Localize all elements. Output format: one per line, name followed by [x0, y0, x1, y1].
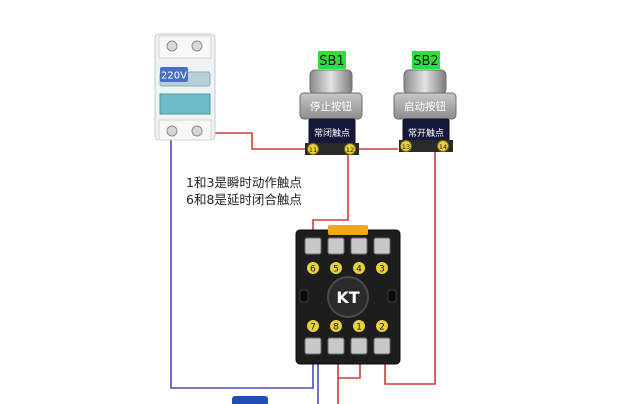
sb1-cap — [309, 69, 353, 95]
relay-terminal-screw — [304, 337, 322, 355]
wires — [170, 132, 436, 404]
breaker-voltage-badge — [160, 67, 188, 82]
sb1-terminal-right — [344, 143, 356, 155]
sb1-terminal-right-label: 12 — [346, 146, 354, 154]
relay-mount-hole — [299, 289, 309, 303]
breaker-screw-icon — [166, 125, 178, 137]
sb2-contact-type: 常开触点 — [408, 127, 444, 139]
sb1-terminal-left — [307, 143, 319, 155]
relay-top-terminal-row: 6 5 4 3 — [304, 237, 391, 275]
wire-sb2-to-relay-pin2 — [384, 152, 436, 385]
relay-label: KT — [336, 288, 359, 307]
sb2-tag-background — [412, 51, 440, 69]
sb2-terminal-right — [437, 140, 449, 152]
relay-bottom-terminal-row: 7 8 1 2 — [304, 320, 391, 355]
blue-device-edge — [232, 396, 268, 404]
sb1-name: 停止按钮 — [310, 100, 352, 113]
sb1-tag-background — [318, 51, 346, 69]
relay-pin-badge — [330, 262, 342, 274]
breaker-screw-icon — [191, 40, 203, 52]
relay-pin-badge — [307, 262, 319, 274]
relay-terminal-screw — [327, 337, 345, 355]
relay-terminal-screw — [373, 237, 391, 255]
relay-pin-badge — [330, 320, 342, 332]
relay-terminal-screw — [327, 237, 345, 255]
sb2-terminal-right-label: 14 — [439, 143, 447, 151]
push-button-sb1: SB1 停止按钮 常闭触点 11 12 — [299, 51, 363, 155]
sb2-terminal-left-label: 13 — [402, 143, 410, 151]
relay-pin-badge — [353, 320, 365, 332]
note-delayed-contacts: 6和8是延时闭合触点 — [186, 192, 302, 207]
relay-pin-badge — [376, 262, 388, 274]
breaker-label-area — [159, 93, 211, 115]
relay-bottom-pin-label: 2 — [379, 323, 385, 333]
relay-pin-badge — [307, 320, 319, 332]
relay-top-pin-label: 3 — [379, 265, 385, 275]
relay-latch — [328, 225, 368, 235]
relay-bottom-pin-label: 7 — [310, 323, 316, 333]
relay-pin-badge — [353, 262, 365, 274]
note-instant-contacts: 1和3是瞬时动作触点 — [186, 175, 302, 190]
breaker-screw-icon — [166, 40, 178, 52]
wire-breaker-to-sb1 — [196, 132, 306, 150]
relay-mount-hole — [387, 289, 397, 303]
sb2-terminal-left — [400, 140, 412, 152]
relay-bottom-pin-label: 1 — [356, 323, 362, 333]
wire-relay-pin8-to-pin1 — [337, 362, 361, 379]
sb1-tag: SB1 — [319, 54, 344, 69]
sb2-tag: SB2 — [413, 54, 438, 69]
relay-bottom-pin-label: 8 — [333, 323, 339, 333]
relay-center-ring — [327, 276, 369, 318]
relay-terminal-screw — [304, 237, 322, 255]
breaker-voltage-label: 220V — [161, 71, 187, 82]
partial-device-bottom — [232, 396, 268, 404]
relay-terminal-screw — [350, 337, 368, 355]
relay-terminal-screw — [350, 237, 368, 255]
sb1-contact-type: 常闭触点 — [314, 127, 350, 139]
sb2-cap — [403, 69, 447, 95]
breaker-screw-icon — [191, 125, 203, 137]
push-button-sb2: SB2 启动按钮 常开触点 13 14 — [393, 51, 457, 152]
relay-top-pin-label: 4 — [356, 265, 362, 275]
relay-top-pin-label: 5 — [333, 265, 339, 275]
wire-breaker-neutral — [170, 133, 314, 389]
relay-terminal-screw — [373, 337, 391, 355]
relay-top-pin-label: 6 — [310, 265, 316, 275]
time-relay-socket: KT 6 5 4 3 7 8 1 2 — [295, 225, 401, 365]
relay-pin-badge — [376, 320, 388, 332]
sb2-name: 启动按钮 — [404, 100, 446, 113]
circuit-breaker: 220V — [154, 33, 216, 141]
sb1-terminal-left-label: 11 — [309, 146, 317, 154]
